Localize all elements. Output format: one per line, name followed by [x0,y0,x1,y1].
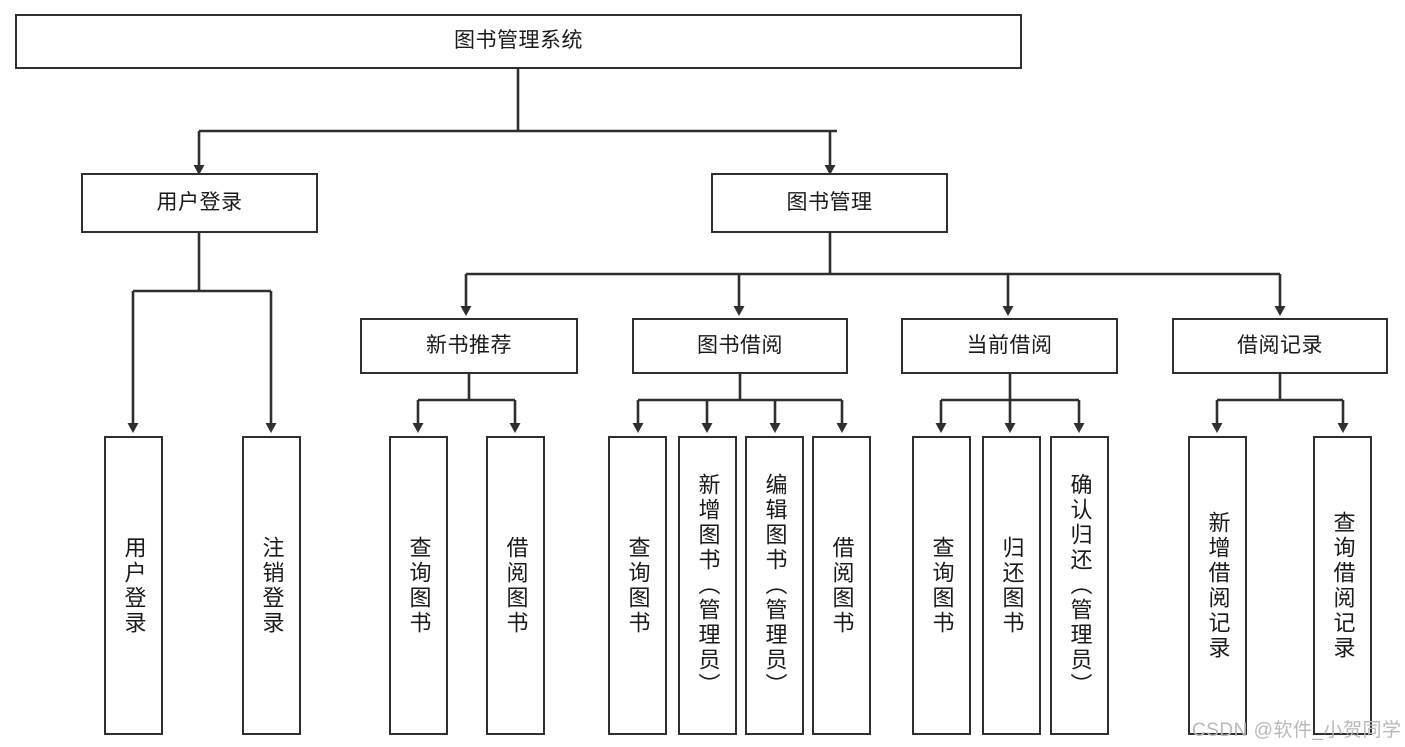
node-label: 查询借阅记录 [1330,510,1356,661]
node-label: 当前借阅 [966,333,1053,357]
node-label: 用户登录 [156,190,243,214]
node-leaf-query-record[interactable]: 查询借阅记录 [1313,436,1372,735]
node-new-book-recommend[interactable]: 新书推荐 [360,318,578,374]
node-leaf-borrow-book-2[interactable]: 借阅图书 [812,436,871,735]
node-label: 查询图书 [406,535,432,636]
watermark-text: CSDN @软件_小贺同学 [1192,720,1402,741]
node-book-manage[interactable]: 图书管理 [711,173,948,233]
node-label: 新增图书（管理员） [695,473,721,698]
node-label: 图书管理系统 [454,29,583,53]
node-label: 图书管理 [786,190,873,214]
node-root-system[interactable]: 图书管理系统 [15,14,1022,69]
node-leaf-add-book[interactable]: 新增图书（管理员） [678,436,737,735]
node-label: 用户登录 [121,535,147,636]
node-label: 借阅图书 [503,535,529,636]
node-leaf-borrow-book-1[interactable]: 借阅图书 [486,436,545,735]
node-leaf-query-book-2[interactable]: 查询图书 [608,436,667,735]
node-label: 借阅图书 [829,535,855,636]
node-label: 借阅记录 [1237,333,1323,357]
node-leaf-user-login[interactable]: 用户登录 [104,436,163,735]
node-label: 新书推荐 [426,333,512,357]
node-label: 确认归还（管理员） [1067,473,1093,698]
node-leaf-confirm-return[interactable]: 确认归还（管理员） [1050,436,1109,735]
node-label: 归还图书 [999,535,1025,636]
node-book-borrow[interactable]: 图书借阅 [632,318,848,374]
node-label: 查询图书 [625,535,651,636]
node-label: 编辑图书（管理员） [762,473,788,698]
node-user-login[interactable]: 用户登录 [81,173,318,233]
node-leaf-edit-book[interactable]: 编辑图书（管理员） [745,436,804,735]
node-label: 新增借阅记录 [1205,510,1231,661]
node-borrow-record[interactable]: 借阅记录 [1172,318,1388,374]
node-label: 图书借阅 [697,333,783,357]
node-leaf-query-book-3[interactable]: 查询图书 [912,436,971,735]
node-label: 注销登录 [259,535,285,636]
node-leaf-add-record[interactable]: 新增借阅记录 [1188,436,1247,735]
node-leaf-return-book[interactable]: 归还图书 [982,436,1041,735]
node-current-borrow[interactable]: 当前借阅 [901,318,1118,374]
node-leaf-logout[interactable]: 注销登录 [242,436,301,735]
node-leaf-query-book-1[interactable]: 查询图书 [389,436,448,735]
node-label: 查询图书 [929,535,955,636]
